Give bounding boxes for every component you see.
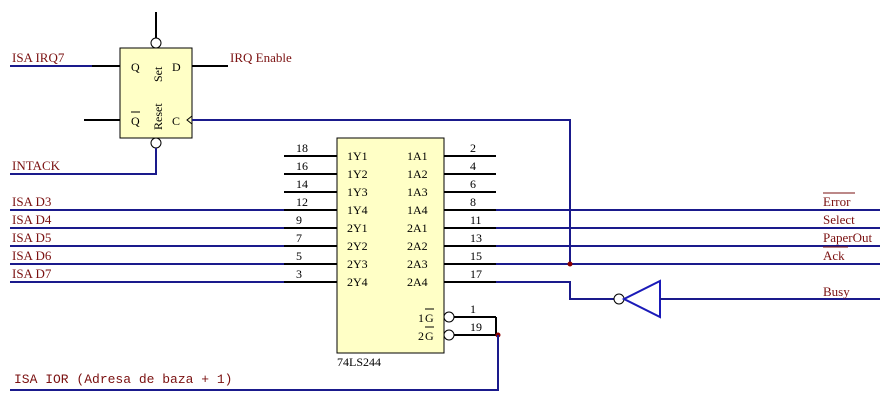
buffer-left-pin-label: 1Y4 bbox=[347, 203, 368, 217]
buffer-right-pin-number: 13 bbox=[470, 231, 482, 245]
buffer-left-pin-label: 2Y3 bbox=[347, 257, 368, 271]
irq-enable-label: IRQ Enable bbox=[230, 50, 292, 65]
isa-d5-label: ISA D5 bbox=[12, 230, 51, 245]
paperout-label: PaperOut bbox=[823, 230, 872, 245]
buffer-right-pin-label: 2A1 bbox=[407, 221, 428, 235]
buffer-left-pin-label: 2Y4 bbox=[347, 275, 368, 289]
ff-reset-label: Reset bbox=[151, 103, 165, 130]
buffer-left-pin-number: 18 bbox=[296, 141, 308, 155]
inverter-triangle bbox=[621, 279, 661, 319]
enable-1g-bubble bbox=[443, 311, 455, 323]
buffer-left-pin-label: 2Y1 bbox=[347, 221, 368, 235]
clock-arrow bbox=[186, 115, 193, 125]
intack-label: INTACK bbox=[12, 158, 61, 173]
isa-d4-label: ISA D4 bbox=[12, 212, 52, 227]
buffer-left-pin-number: 9 bbox=[296, 213, 302, 227]
buffer-name: 74LS244 bbox=[337, 355, 381, 369]
ff-c-label: C bbox=[172, 114, 180, 128]
buffer-right-pins: 2 1A1 4 1A2 6 1A3 8 1A4 11 2A1 13 2A2 15 2A3 17 2A4 bbox=[407, 141, 496, 289]
buffer-right-pin-label: 1A3 bbox=[407, 185, 428, 199]
buffer-right-pin-number: 8 bbox=[470, 195, 476, 209]
error-label: Error bbox=[823, 194, 851, 209]
buffer-right-pin-label: 1A1 bbox=[407, 149, 428, 163]
isa-d7-label: ISA D7 bbox=[12, 266, 52, 281]
isa-d6-label: ISA D6 bbox=[12, 248, 52, 263]
ff-set-label: Set bbox=[151, 66, 165, 82]
buffer-left-pin-label: 2Y2 bbox=[347, 239, 368, 253]
enable-1g-num: 1 bbox=[470, 302, 476, 316]
buffer-right-pin-label: 1A2 bbox=[407, 167, 428, 181]
buffer-left-pin-label: 1Y3 bbox=[347, 185, 368, 199]
isa-irq7-label: ISA IRQ7 bbox=[12, 50, 65, 65]
buffer-left-pin-number: 5 bbox=[296, 249, 302, 263]
buffer-left-pin-label: 1Y2 bbox=[347, 167, 368, 181]
buffer-right-pin-number: 15 bbox=[470, 249, 482, 263]
buffer-right-pin-label: 2A2 bbox=[407, 239, 428, 253]
ff-qbar-label: Q bbox=[131, 114, 140, 128]
busy-out-wire bbox=[496, 281, 614, 300]
buffer-left-pin-number: 16 bbox=[296, 159, 308, 173]
buffer-right-pin-label: 1A4 bbox=[407, 203, 428, 217]
buffer-left-pins: 18 1Y1 16 1Y2 14 1Y3 12 1Y4 9 2Y1 7 2Y2 5 2Y3 3 2Y4 bbox=[284, 141, 368, 289]
flipflop-body bbox=[119, 47, 193, 139]
buffer-left-pin-number: 14 bbox=[296, 177, 308, 191]
enable-2g-num: 19 bbox=[470, 320, 482, 334]
busy-label: Busy bbox=[823, 284, 850, 299]
ack-junction bbox=[567, 261, 573, 267]
reset-bubble bbox=[150, 137, 162, 149]
enable-1g-letter: G bbox=[425, 311, 434, 325]
set-bubble bbox=[150, 37, 162, 49]
buffer-right-pin-number: 6 bbox=[470, 177, 476, 191]
intack-wire bbox=[10, 148, 157, 175]
enable-1g-prefix: 1 bbox=[418, 311, 424, 325]
buffer-right-pin-label: 2A3 bbox=[407, 257, 428, 271]
ff-q-label: Q bbox=[131, 60, 140, 74]
enable-2g-bubble bbox=[443, 329, 455, 341]
buffer-left-pin-label: 1Y1 bbox=[347, 149, 368, 163]
buffer-right-pin-number: 4 bbox=[470, 159, 476, 173]
isa-ior-wire bbox=[10, 335, 499, 391]
enable-2g-letter: G bbox=[425, 329, 434, 343]
buffer-right-pin-number: 11 bbox=[470, 213, 482, 227]
buffer-left-pin-number: 7 bbox=[296, 231, 302, 245]
select-label: Select bbox=[823, 212, 855, 227]
enable-2g-prefix: 2 bbox=[418, 329, 424, 343]
buffer-body bbox=[336, 137, 445, 354]
buffer-left-pin-number: 3 bbox=[296, 267, 302, 281]
buffer-right-pin-number: 17 bbox=[470, 267, 482, 281]
ack-label: Ack bbox=[823, 248, 845, 263]
buffer-left-pin-number: 12 bbox=[296, 195, 308, 209]
ff-d-label: D bbox=[172, 60, 181, 74]
clock-wire bbox=[192, 119, 571, 264]
buffer-right-pin-label: 2A4 bbox=[407, 275, 428, 289]
isa-d3-label: ISA D3 bbox=[12, 194, 51, 209]
isa-ior-label: ISA IOR (Adresa de baza + 1) bbox=[14, 372, 232, 387]
buffer-right-pin-number: 2 bbox=[470, 141, 476, 155]
